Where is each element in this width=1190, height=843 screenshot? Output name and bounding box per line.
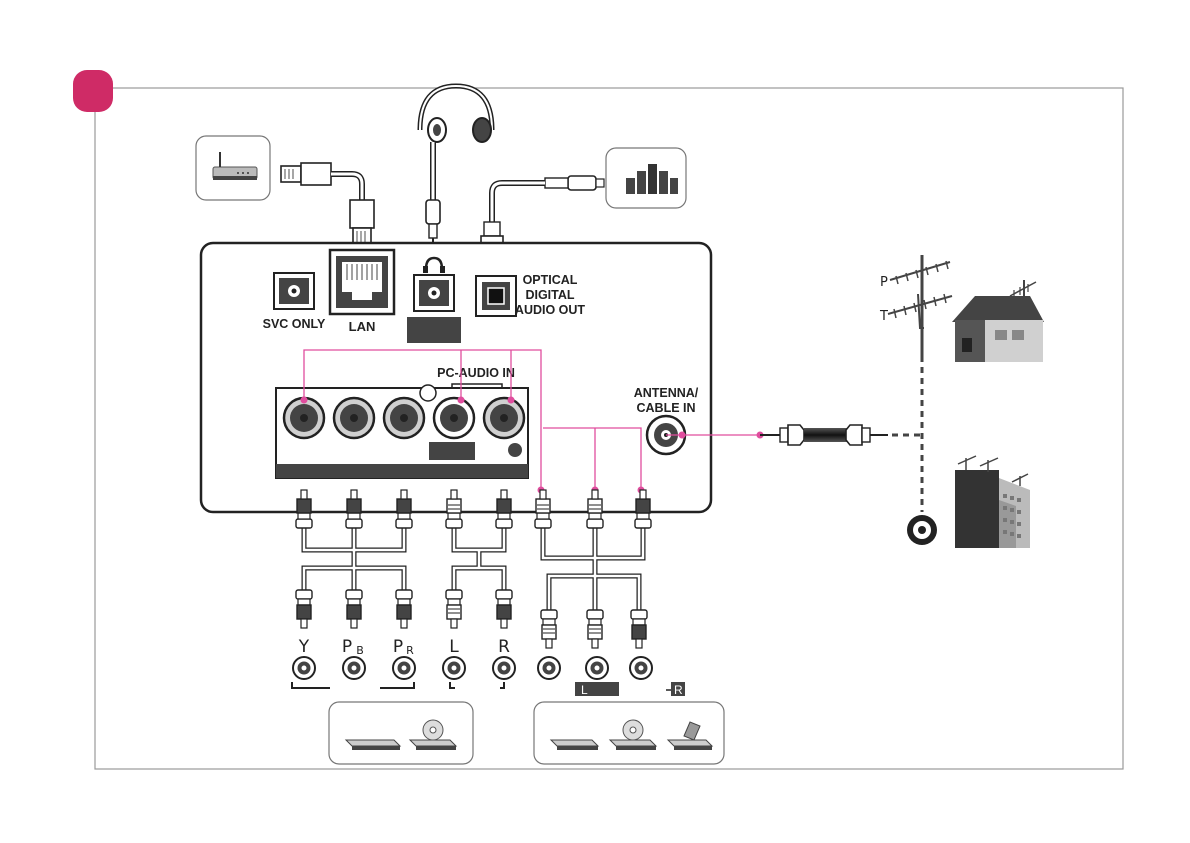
dvd-player-icon	[551, 740, 598, 750]
headphone-jack-label-plate	[407, 317, 461, 343]
antenna-label-bottom: T	[879, 309, 888, 324]
label-pr-sub: R	[406, 644, 414, 657]
wall-socket-icon	[907, 515, 937, 545]
antenna-label-top: P	[880, 275, 888, 290]
building-icon	[955, 456, 1030, 548]
label-l: L	[449, 637, 459, 657]
svc-only-port	[274, 273, 314, 309]
component-y-jack	[284, 398, 324, 438]
coaxial-cable	[760, 425, 888, 445]
lan-label: LAN	[349, 319, 376, 334]
antenna-label-line2: CABLE IN	[636, 401, 695, 415]
audio-l-jack	[434, 398, 474, 438]
svg-text:L: L	[581, 683, 588, 697]
label-r: R	[498, 637, 510, 657]
av-label-left: L	[575, 682, 619, 697]
lan-cable	[281, 163, 374, 246]
component-pr-jack	[384, 398, 424, 438]
pc-audio-in-label: PC-AUDIO IN	[437, 366, 515, 380]
lan-port	[330, 250, 394, 314]
audio-r-jack	[484, 398, 524, 438]
jack-brackets	[292, 682, 504, 688]
optical-label-line3: AUDIO OUT	[515, 303, 586, 317]
svc-only-label: SVC ONLY	[263, 317, 326, 331]
device-jacks-av	[538, 657, 652, 679]
label-pb-sub: B	[356, 644, 364, 657]
section-marker-badge	[73, 70, 113, 112]
headphones-icon	[420, 86, 492, 247]
label-y: Y	[298, 637, 310, 657]
av-jack-block	[276, 385, 528, 478]
optical-audio-port	[476, 276, 516, 316]
optical-label-line1: OPTICAL	[523, 273, 578, 287]
label-pb: P	[342, 637, 352, 657]
label-pr: P	[393, 637, 403, 657]
dvd-player-icon	[346, 740, 400, 750]
speaker-system-box	[606, 148, 686, 208]
component-pb-jack	[334, 398, 374, 438]
svg-text:R: R	[674, 683, 683, 697]
av-devices-box	[534, 702, 724, 764]
antenna-label-line1: ANTENNA/	[634, 386, 699, 400]
house-icon	[952, 280, 1044, 362]
antenna-icon	[888, 255, 952, 356]
optical-label-line2: DIGITAL	[525, 288, 574, 302]
component-devices-box	[329, 702, 473, 764]
av-label-right: R	[666, 682, 685, 697]
device-jacks-component	[293, 657, 515, 679]
router-box	[196, 136, 270, 200]
